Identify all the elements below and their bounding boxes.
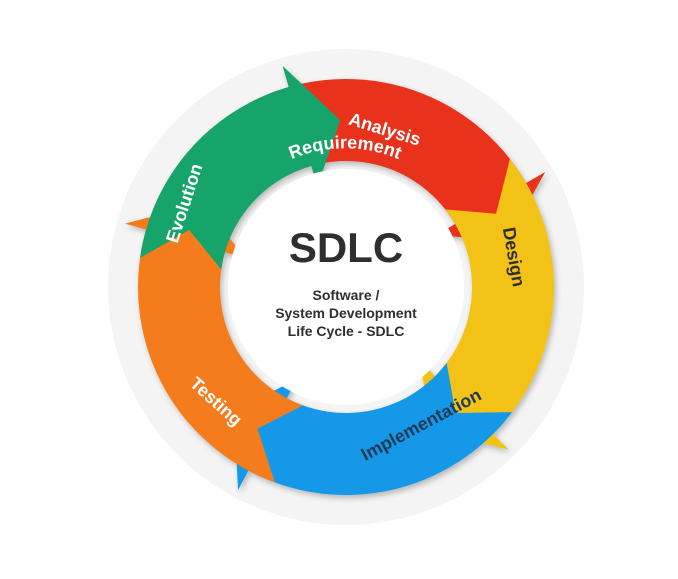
center-subtitle-line-2: System Development xyxy=(275,305,417,321)
center-circle xyxy=(228,169,464,405)
segment-evolution xyxy=(140,65,341,270)
center-subtitle-line-1: Software / xyxy=(313,287,380,303)
segment-implementation xyxy=(234,362,513,495)
center-title: SDLC xyxy=(289,224,403,271)
phase-segments xyxy=(124,65,554,495)
segment-design xyxy=(419,158,554,450)
center-subtitle-line-3: Life Cycle - SDLC xyxy=(288,323,405,339)
segment-testing xyxy=(124,203,303,483)
